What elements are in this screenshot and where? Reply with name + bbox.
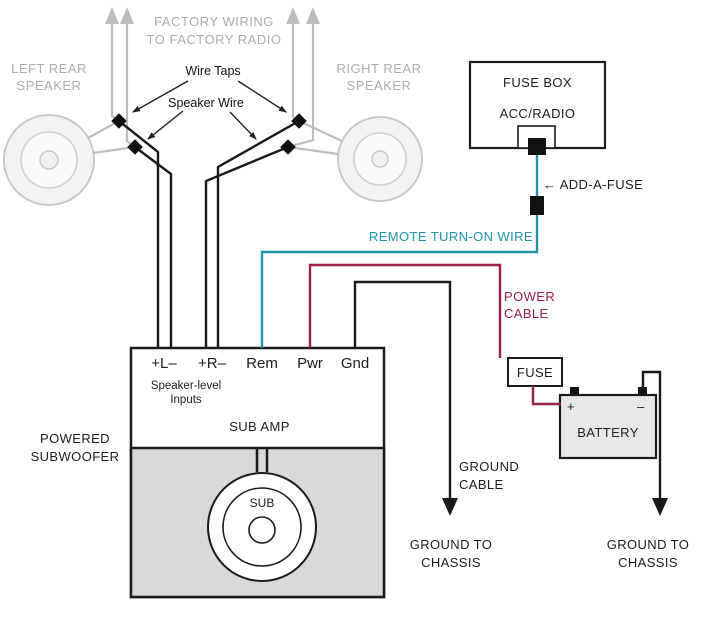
ground-to-chassis-battery-line2: CHASSIS — [618, 555, 678, 570]
ground-to-chassis-amp-label: GROUND TO CHASSIS — [395, 536, 507, 572]
battery-shape — [558, 387, 658, 460]
ground-cable-line2: CABLE — [459, 477, 504, 492]
right-rear-speaker-label: RIGHT REAR SPEAKER — [330, 60, 428, 94]
right-rear-speaker-line1: RIGHT REAR — [336, 61, 422, 76]
battery-positive-post-icon — [570, 387, 579, 396]
powered-subwoofer-line2: SUBWOOFER — [30, 449, 120, 464]
remote-turn-on-wire-label: REMOTE TURN-ON WIRE — [368, 229, 533, 244]
factory-wiring-line2: TO FACTORY RADIO — [146, 32, 282, 47]
ground-to-chassis-amp-line1: GROUND TO — [409, 537, 493, 552]
terminal-right-input: +R– — [198, 355, 226, 372]
terminal-power: Pwr — [297, 355, 323, 372]
terminal-ground: Gnd — [340, 355, 370, 372]
power-cable-label: POWER CABLE — [504, 288, 555, 322]
ground-to-chassis-battery-line1: GROUND TO — [606, 537, 690, 552]
left-rear-speaker-line2: SPEAKER — [16, 78, 82, 93]
left-rear-speaker-line1: LEFT REAR — [11, 61, 87, 76]
speaker-level-line1: Speaker-level — [150, 380, 222, 392]
battery-plus-label: + — [567, 399, 575, 414]
factory-wiring-up-arrow-icons — [105, 7, 320, 24]
battery-ground-wire — [641, 370, 668, 516]
ground-arrow-icon — [442, 498, 458, 516]
right-rear-speaker-line2: SPEAKER — [346, 78, 412, 93]
add-a-fuse-label: ← ADD-A-FUSE — [543, 176, 643, 193]
ground-cable-line1: GROUND — [459, 459, 520, 474]
power-cable-line1: POWER — [504, 289, 556, 304]
speaker-wires — [118, 119, 300, 349]
terminal-remote: Rem — [246, 355, 278, 372]
ground-to-chassis-amp-line2: CHASSIS — [421, 555, 481, 570]
fuse-box-circuit-label: ACC/RADIO — [499, 106, 576, 121]
ground-cable-label: GROUND CABLE — [459, 458, 519, 494]
speaker-level-line2: Inputs — [170, 394, 202, 406]
terminal-left-input: +L– — [151, 355, 177, 372]
sub-label: SUB — [249, 496, 275, 510]
acc-radio-fuse-tap-icon — [528, 138, 546, 155]
callout-arrows — [132, 80, 287, 140]
wire-taps-label: Wire Taps — [185, 64, 241, 78]
battery-label: BATTERY — [577, 425, 639, 440]
add-a-fuse-text: ADD-A-FUSE — [559, 177, 644, 192]
powered-subwoofer-label: POWERED SUBWOOFER — [22, 430, 128, 466]
power-cable-line2: CABLE — [504, 306, 549, 321]
left-rear-speaker-label: LEFT REAR SPEAKER — [0, 60, 98, 94]
battery-minus-label: – — [637, 399, 645, 414]
powered-subwoofer-line1: POWERED — [40, 431, 110, 446]
fuse-box-title: FUSE BOX — [503, 75, 572, 90]
right-rear-speaker-icon — [337, 116, 423, 202]
sub-speaker-icon — [207, 472, 317, 582]
powered-subwoofer-box — [129, 346, 386, 599]
inline-fuse-shape — [507, 357, 563, 387]
ground-cable-wire — [353, 280, 458, 516]
speaker-level-inputs-label: Speaker-level Inputs — [130, 379, 242, 407]
factory-wiring-label: FACTORY WIRING TO FACTORY RADIO — [129, 13, 299, 49]
battery-negative-post-icon — [638, 387, 647, 396]
fuse-box-shape — [468, 60, 607, 155]
left-rear-speaker-icon — [3, 114, 95, 206]
add-a-fuse-holder-icon — [530, 196, 544, 215]
inline-fuse-label: FUSE — [516, 365, 554, 380]
left-arrow-icon: ← — [543, 177, 557, 192]
ground-to-chassis-battery-label: GROUND TO CHASSIS — [592, 536, 704, 572]
factory-wiring-line1: FACTORY WIRING — [154, 14, 274, 29]
speaker-wire-label: Speaker Wire — [168, 96, 244, 110]
battery-ground-arrow-icon — [652, 498, 668, 516]
sub-amp-label: SUB AMP — [229, 419, 290, 434]
power-cable-wire — [308, 263, 561, 406]
